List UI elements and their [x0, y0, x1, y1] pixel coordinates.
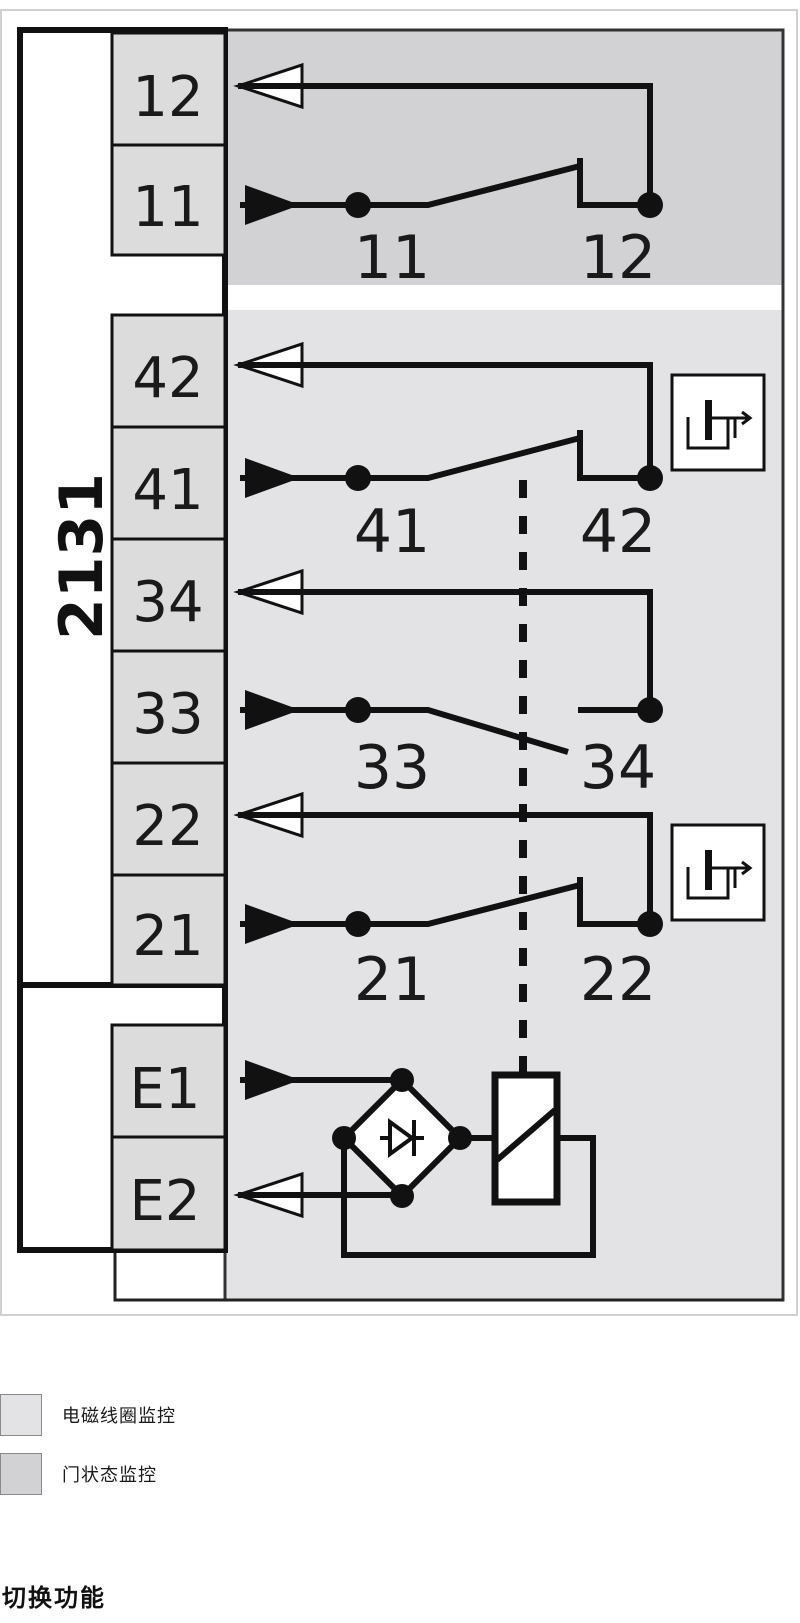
terminal-11	[110, 143, 227, 257]
terminal-42	[110, 313, 227, 429]
terminal-label: 42	[132, 346, 203, 411]
section-title: 切换功能	[2, 1583, 106, 1612]
door-lock-icon	[670, 373, 766, 472]
wiring-diagram: 2131 12 11 42 41 34 33 22 21 E1 E2 11 12	[0, 9, 798, 1316]
contact-33-34: 33 34	[233, 568, 663, 803]
coil-circuit	[233, 1060, 596, 1258]
terminal-label: 41	[132, 458, 203, 523]
terminal-label: E2	[129, 1169, 200, 1234]
terminal-label: 11	[132, 175, 203, 240]
contact-21-22: 21 22	[233, 791, 663, 1015]
legend-item-door: 门状态监控	[0, 1453, 157, 1495]
terminal-21	[110, 873, 227, 987]
terminal-41	[110, 425, 227, 541]
terminal-34	[110, 537, 227, 653]
contact-label: 12	[580, 223, 656, 293]
contact-label: 22	[580, 945, 656, 1015]
terminal-label: E1	[129, 1057, 200, 1122]
legend-label: 门状态监控	[62, 1465, 157, 1486]
contact-label: 11	[354, 223, 430, 293]
legend-swatch	[0, 1453, 42, 1495]
contact-label: 42	[580, 497, 656, 567]
terminal-E1	[110, 1023, 227, 1139]
terminal-label: 12	[132, 65, 203, 130]
contact-label: 33	[354, 733, 430, 803]
terminal-label: 21	[132, 904, 203, 969]
contact-label: 41	[354, 497, 430, 567]
contact-41-42: 41 42	[233, 341, 663, 567]
device-label: 2131	[47, 473, 117, 640]
legend-label: 电磁线圈监控	[62, 1406, 176, 1427]
terminal-label: 22	[132, 794, 203, 859]
terminal-22	[110, 761, 227, 877]
terminal-label: 33	[132, 682, 203, 747]
terminal-label: 34	[132, 570, 203, 635]
contact-label: 34	[580, 733, 656, 803]
legend-swatch	[0, 1394, 42, 1436]
contact-11-12: 11 12	[233, 62, 663, 293]
door-lock-icon	[670, 823, 766, 922]
diode-icon	[380, 1118, 424, 1158]
terminal-33	[110, 649, 227, 765]
terminal-block: 12 11 42 41 34 33 22 21 E1 E2	[110, 31, 227, 1252]
contact-label: 21	[354, 945, 430, 1015]
legend-item-coil: 电磁线圈监控	[0, 1394, 176, 1436]
door-monitoring-zone	[225, 30, 783, 285]
terminal-E2	[110, 1135, 227, 1252]
